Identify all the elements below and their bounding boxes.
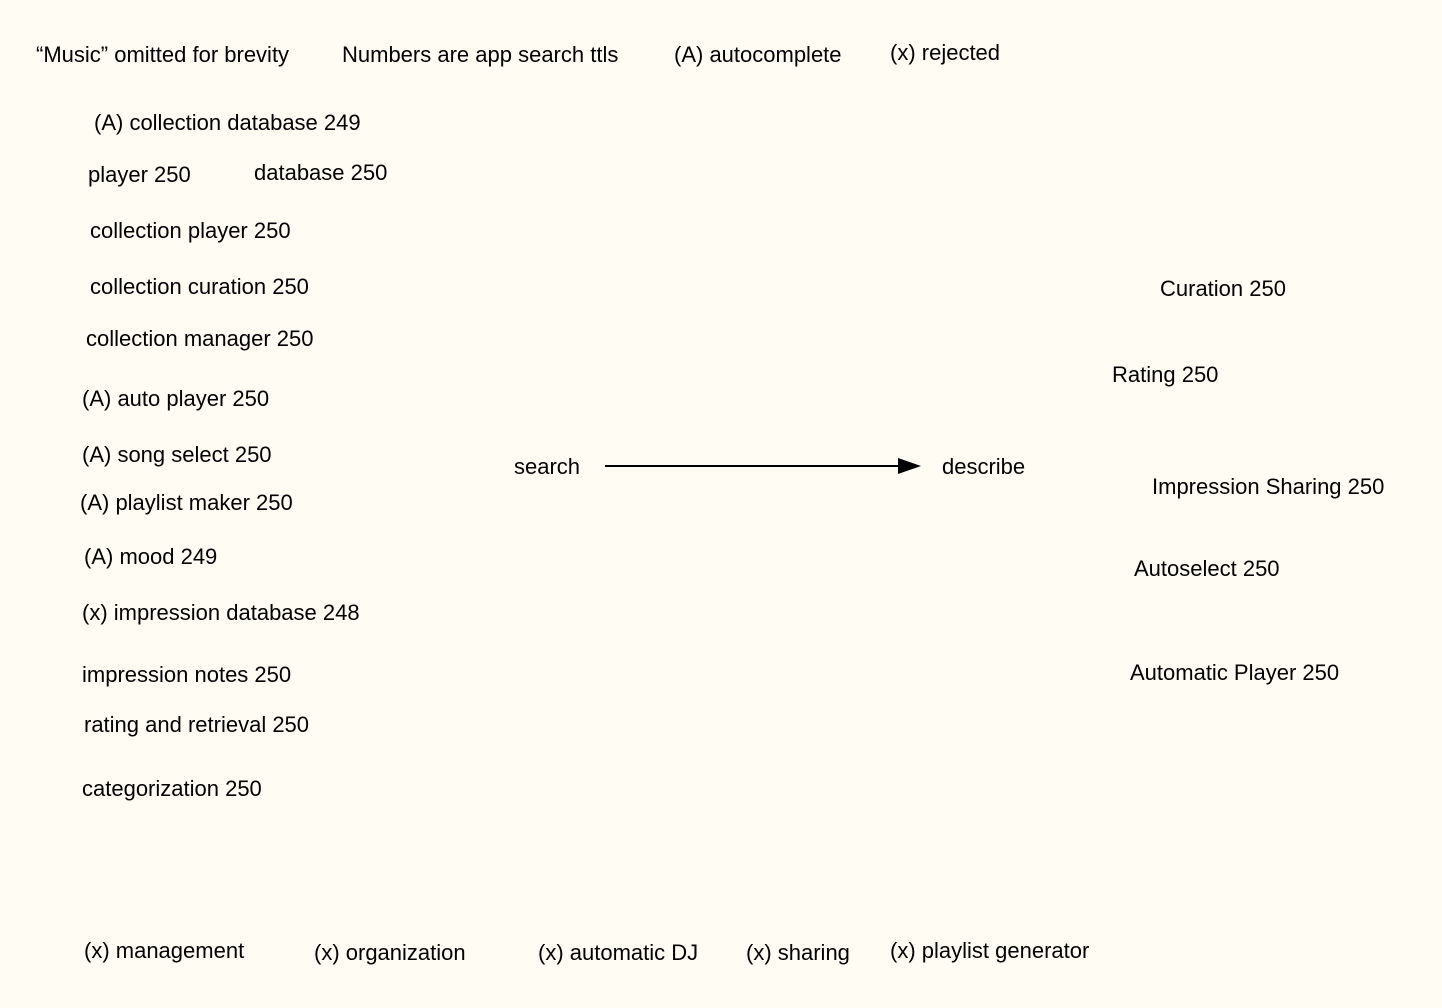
search-term: collection player 250	[90, 218, 291, 243]
note-numbers-meaning: Numbers are app search ttls	[342, 42, 619, 67]
rejected-term: (x) automatic DJ	[538, 940, 699, 965]
flow-source-search: search	[514, 454, 581, 479]
rejected-term: (x) management	[84, 938, 245, 963]
search-term: (A) auto player 250	[82, 386, 270, 411]
note-music-omitted: “Music” omitted for brevity	[36, 42, 290, 67]
search-term: (A) playlist maker 250	[80, 490, 293, 515]
search-term: player 250	[88, 162, 191, 187]
search-term: (x) impression database 248	[82, 600, 360, 625]
describe-term: Automatic Player 250	[1130, 660, 1340, 685]
search-term: categorization 250	[82, 776, 262, 801]
describe-term: Rating 250	[1112, 362, 1219, 387]
search-term: impression notes 250	[82, 662, 292, 687]
legend-rejected: (x) rejected	[890, 40, 1001, 65]
flow-arrowhead	[898, 458, 921, 474]
search-term: collection curation 250	[90, 274, 309, 299]
rejected-term: (x) organization	[314, 940, 466, 965]
describe-term: Autoselect 250	[1134, 556, 1280, 581]
search-term: (A) collection database 249	[94, 110, 361, 135]
flow-target-describe: describe	[942, 454, 1026, 479]
describe-term: Curation 250	[1160, 276, 1286, 301]
rejected-term: (x) sharing	[746, 940, 850, 965]
search-term: rating and retrieval 250	[84, 712, 310, 737]
describe-term: Impression Sharing 250	[1152, 474, 1385, 499]
search-term: (A) mood 249	[84, 544, 218, 569]
rejected-term: (x) playlist generator	[890, 938, 1090, 963]
search-term: (A) song select 250	[82, 442, 272, 467]
legend-autocomplete: (A) autocomplete	[674, 42, 842, 67]
search-term: collection manager 250	[86, 326, 314, 351]
search-term: database 250	[254, 160, 388, 185]
